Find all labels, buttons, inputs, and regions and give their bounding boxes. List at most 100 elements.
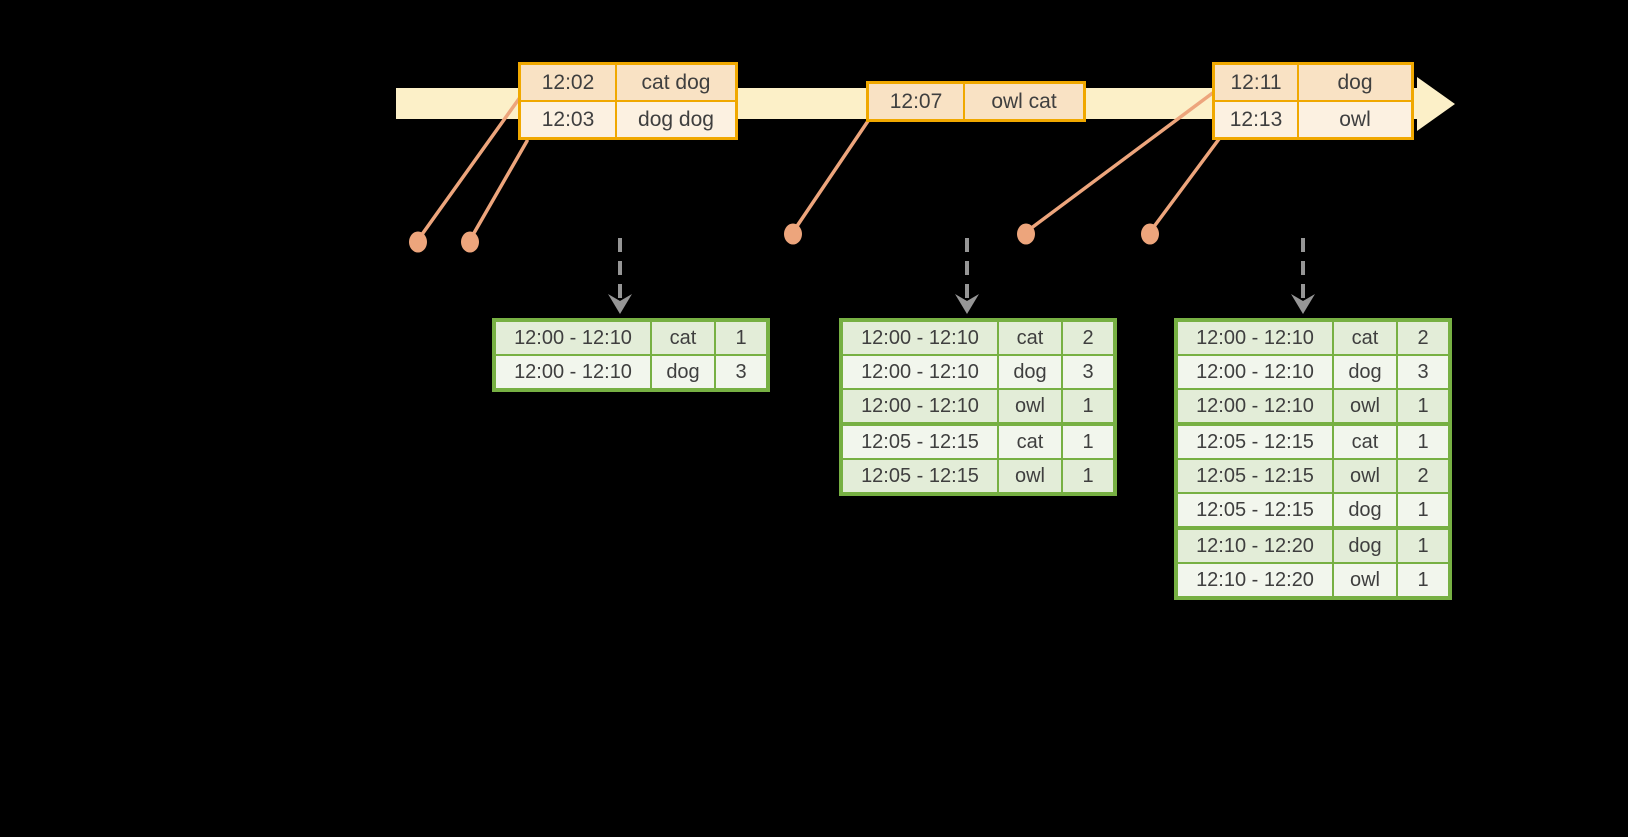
- table-cell: owl: [997, 458, 1063, 495]
- table-cell: 1: [1061, 388, 1116, 425]
- table-cell: 12:00 - 12:10: [840, 354, 999, 390]
- table-cell: 12:00 - 12:10: [493, 354, 652, 391]
- event-connector-line: [1024, 90, 1216, 234]
- event-dot-icon: [1141, 223, 1159, 245]
- table-cell: owl: [1297, 100, 1414, 140]
- table-cell: dog: [650, 354, 716, 391]
- table-cell: 1: [1396, 562, 1451, 599]
- table-cell: 1: [1396, 422, 1451, 460]
- event-connector-line: [1148, 137, 1221, 234]
- table-cell: 12:00 - 12:10: [840, 319, 999, 356]
- table-cell: 1: [1396, 492, 1451, 529]
- event-connector-line: [468, 139, 529, 242]
- table-cell: cat: [1332, 422, 1398, 460]
- arrow-down-head-icon: [608, 294, 632, 314]
- table-cell: 12:05 - 12:15: [1175, 492, 1334, 529]
- table-cell: owl cat: [963, 81, 1086, 122]
- event-connector-line: [416, 94, 523, 242]
- table-cell: 2: [1061, 319, 1116, 356]
- table-cell: cat: [997, 422, 1063, 460]
- event-dot-icon: [409, 231, 427, 253]
- table-cell: 12:13: [1212, 100, 1299, 140]
- table-cell: owl: [997, 388, 1063, 425]
- table-cell: owl: [1332, 458, 1398, 494]
- table-cell: 12:10 - 12:20: [1175, 526, 1334, 564]
- table-cell: 12:05 - 12:15: [840, 422, 999, 460]
- table-cell: 12:10 - 12:20: [1175, 562, 1334, 599]
- table-cell: 12:05 - 12:15: [1175, 422, 1334, 460]
- table-cell: 12:11: [1212, 62, 1299, 102]
- table-cell: cat: [997, 319, 1063, 356]
- table-cell: cat: [1332, 319, 1398, 356]
- table-cell: 3: [714, 354, 769, 391]
- table-cell: 12:00 - 12:10: [840, 388, 999, 425]
- table-cell: 3: [1061, 354, 1116, 390]
- table-cell: dog: [1332, 492, 1398, 529]
- table-cell: 12:05 - 12:15: [840, 458, 999, 495]
- event-dot-icon: [784, 223, 802, 245]
- table-cell: owl: [1332, 388, 1398, 425]
- table-cell: 1: [1061, 458, 1116, 495]
- table-cell: 1: [1396, 526, 1451, 564]
- arrow-down-head-icon: [955, 294, 979, 314]
- table-cell: 12:05 - 12:15: [1175, 458, 1334, 494]
- table-cell: cat dog: [615, 62, 738, 102]
- table-cell: 12:03: [518, 100, 617, 140]
- event-connector-line: [791, 119, 870, 234]
- table-cell: 12:00 - 12:10: [1175, 354, 1334, 390]
- arrow-right-icon: [1417, 77, 1455, 131]
- table-cell: owl: [1332, 562, 1398, 599]
- table-cell: 1: [714, 319, 769, 356]
- table-cell: 12:00 - 12:10: [1175, 388, 1334, 425]
- table-cell: 12:00 - 12:10: [1175, 319, 1334, 356]
- table-cell: 12:00 - 12:10: [493, 319, 652, 356]
- table-cell: 3: [1396, 354, 1451, 390]
- table-cell: dog: [1332, 526, 1398, 564]
- table-cell: dog: [1332, 354, 1398, 390]
- table-cell: dog dog: [615, 100, 738, 140]
- arrow-down-head-icon: [1291, 294, 1315, 314]
- table-cell: 12:02: [518, 62, 617, 102]
- table-cell: 2: [1396, 319, 1451, 356]
- table-cell: 2: [1396, 458, 1451, 494]
- table-cell: 1: [1061, 422, 1116, 460]
- event-dot-icon: [461, 231, 479, 253]
- table-cell: 1: [1396, 388, 1451, 425]
- table-cell: 12:07: [866, 81, 965, 122]
- table-cell: dog: [1297, 62, 1414, 102]
- table-cell: dog: [997, 354, 1063, 390]
- table-cell: cat: [650, 319, 716, 356]
